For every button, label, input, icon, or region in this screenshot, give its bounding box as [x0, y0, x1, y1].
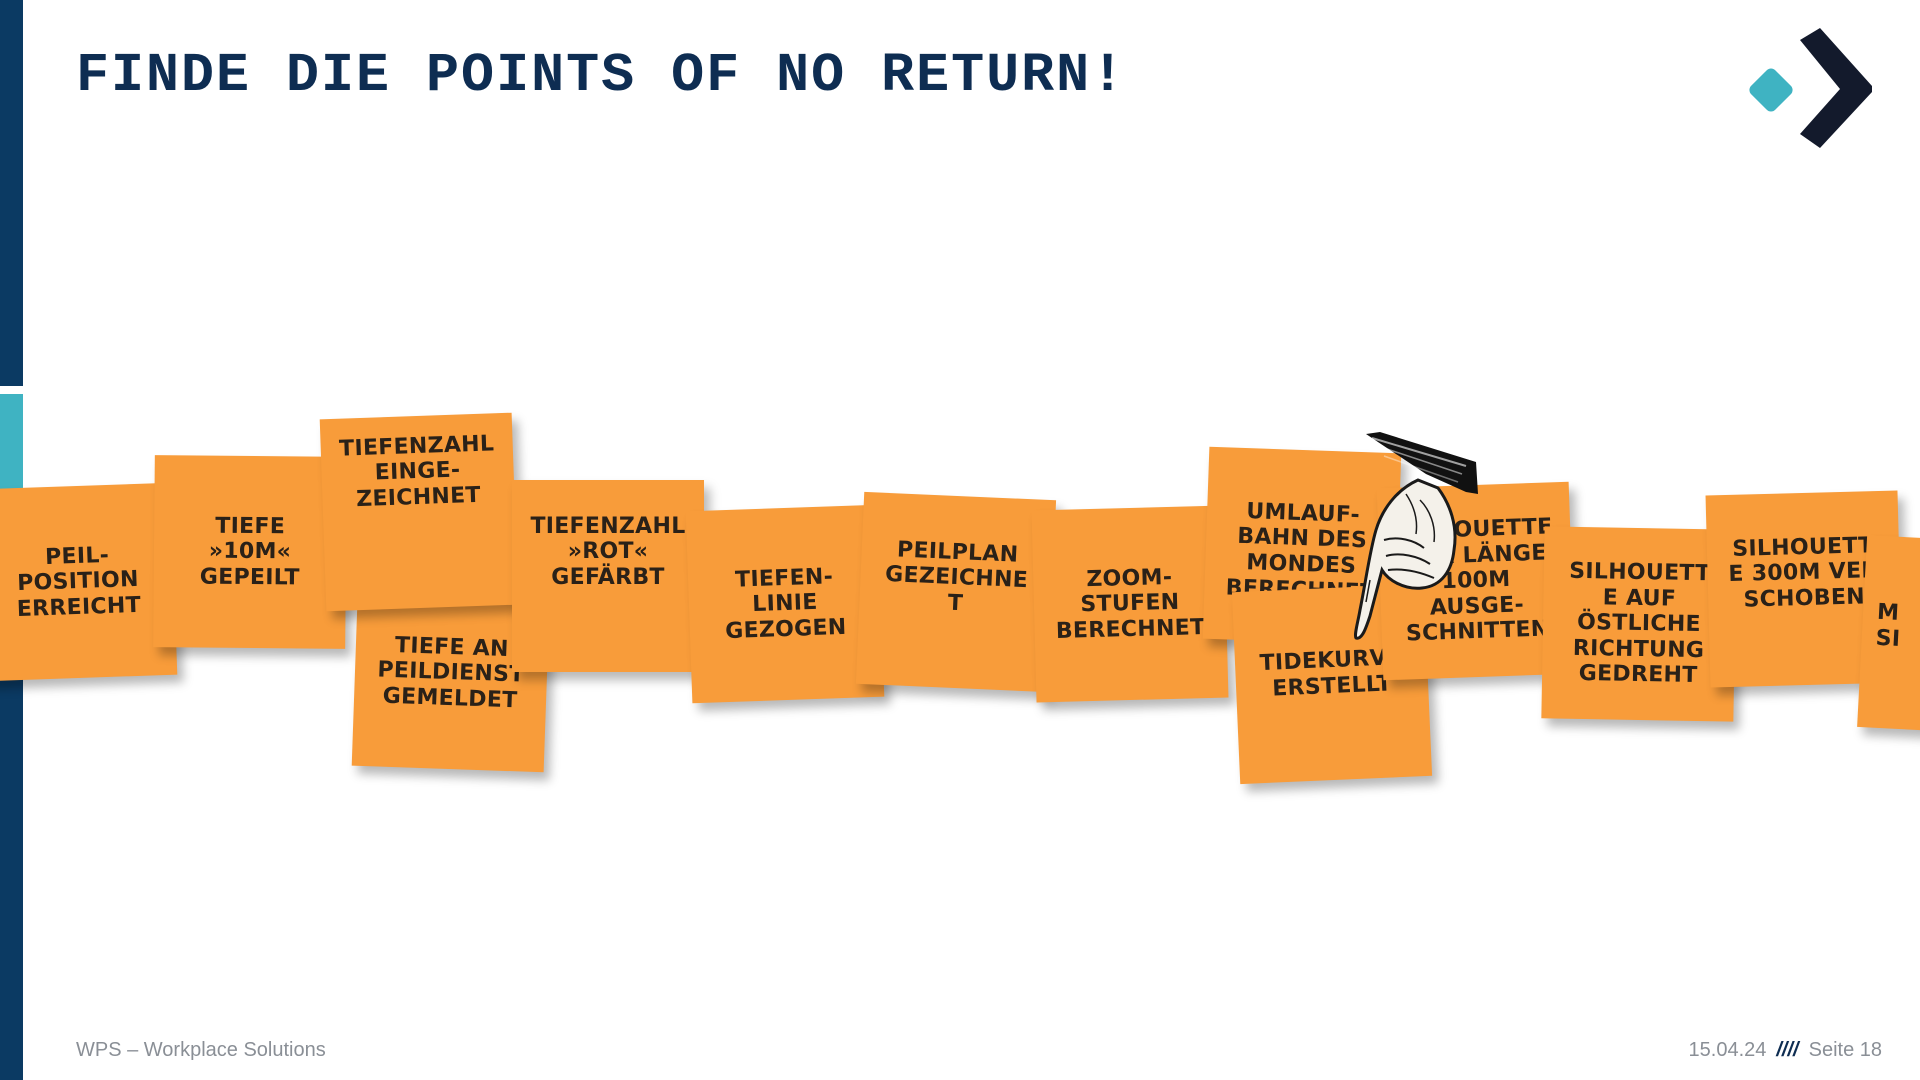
sticky-note: PEILPLAN GEZEICHNE T — [855, 491, 1057, 693]
accent-bar-top — [0, 0, 23, 386]
footer-page-info: 15.04.24 //// Seite 18 — [1689, 1039, 1882, 1062]
sticky-note-text: TIEFE »10M« GEPEILT — [199, 513, 300, 591]
sticky-note-text: PEIL- POSITION ERREICHT — [16, 542, 142, 622]
sticky-note: M SI — [1857, 535, 1920, 737]
sticky-note-text: SILHOUETT E AUF ÖSTLICHE RICHTUNG GEDREH… — [1569, 558, 1711, 689]
pointing-hand-icon — [1354, 432, 1478, 640]
wps-logo-chevron-icon — [1749, 28, 1872, 148]
sticky-note: ZOOM- STUFEN BERECHNET — [1031, 505, 1229, 703]
footer-page-number: Seite 18 — [1808, 1039, 1882, 1061]
slide-title: FINDE DIE POINTS OF NO RETURN! — [76, 44, 1127, 107]
sticky-note-text: SILHOUETT E 300M VER SCHOBEN — [1728, 532, 1879, 613]
footer-date: 15.04.24 — [1688, 1039, 1767, 1061]
sticky-note-text: TIEFENZAHL EINGE- ZEICHNET — [338, 431, 495, 512]
sticky-note: PEIL- POSITION ERREICHT — [0, 482, 178, 682]
sticky-note-text: TIEFENZAHL »ROT« GEFÄRBT — [530, 513, 686, 590]
sticky-note: TIEFENZAHL EINGE- ZEICHNET — [319, 412, 519, 612]
sticky-note-text: TIEFE AN PEILDIENST GEMELDET — [377, 632, 525, 714]
sticky-note: TIEFEN- LINIE GEZOGEN — [685, 504, 885, 704]
sticky-note-text: ZOOM- STUFEN BERECHNET — [1055, 564, 1206, 644]
accent-bar-teal — [0, 394, 23, 492]
sticky-note-text: TIEFEN- LINIE GEZOGEN — [724, 564, 847, 644]
sticky-note-text: PEILPLAN GEZEICHNE T — [884, 537, 1029, 617]
sticky-note-text: M SI — [1875, 600, 1902, 652]
sticky-notes-row: PEIL- POSITION ERREICHT TIEFE »10M« GEPE… — [0, 400, 1920, 820]
footer-company: WPS – Workplace Solutions — [76, 1039, 326, 1061]
sticky-note: TIEFENZAHL »ROT« GEFÄRBT — [512, 480, 704, 672]
footer-separator: //// — [1776, 1039, 1799, 1061]
sticky-note: TIEFE »10M« GEPEILT — [153, 455, 347, 649]
